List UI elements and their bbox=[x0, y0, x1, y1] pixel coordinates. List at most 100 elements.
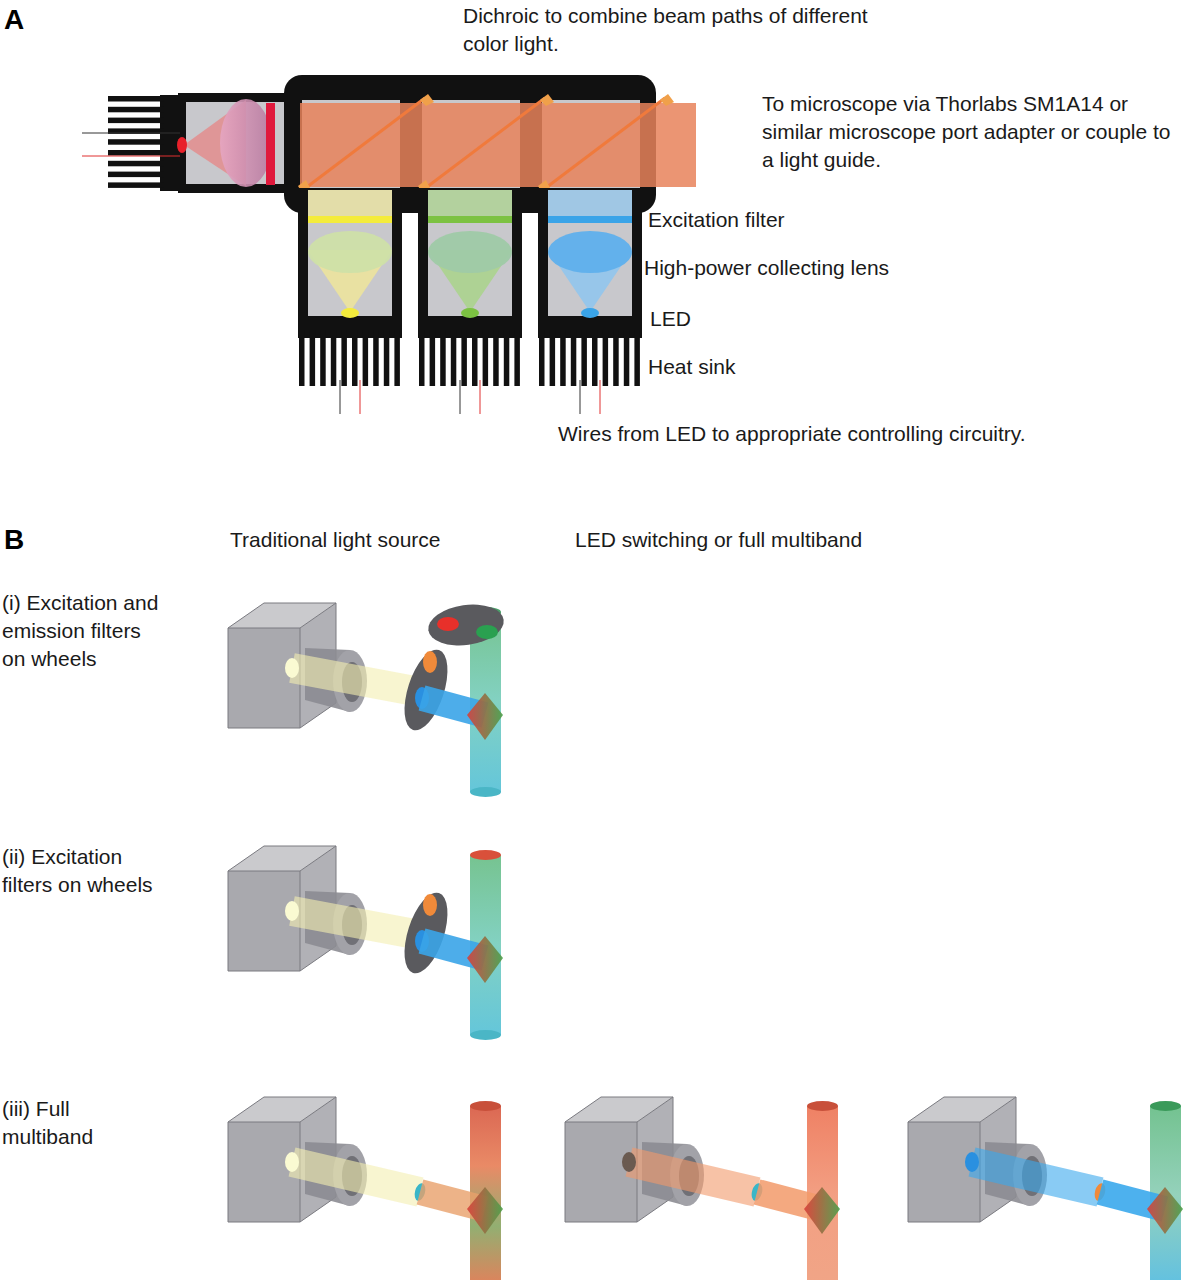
panel-letter: A bbox=[4, 4, 44, 36]
heat-sink-fin bbox=[352, 330, 358, 386]
line bbox=[543, 98, 665, 190]
excitation-filter bbox=[548, 216, 632, 223]
tube-end bbox=[470, 787, 501, 797]
heat-sink-fin bbox=[550, 330, 556, 386]
annotation: LED switching or full multiband bbox=[575, 526, 975, 554]
heat-sink-fin bbox=[634, 330, 640, 386]
line bbox=[360, 380, 361, 414]
led bbox=[461, 308, 479, 318]
line bbox=[460, 380, 461, 414]
annotation: High-power collecting lens bbox=[644, 254, 984, 282]
dichroic-edge bbox=[660, 94, 674, 106]
collecting-lens bbox=[220, 99, 272, 187]
annotation: Excitation filter bbox=[648, 206, 948, 234]
heat-sink-fin bbox=[299, 330, 305, 386]
light-source bbox=[285, 658, 299, 678]
red-led bbox=[177, 137, 187, 153]
heat-sink-fin bbox=[504, 330, 510, 386]
light-source-setup bbox=[565, 1097, 840, 1280]
tube-end bbox=[470, 1030, 501, 1040]
emission-filter-wheel bbox=[426, 600, 507, 650]
light-beam bbox=[289, 1147, 424, 1206]
light-source bbox=[285, 1152, 299, 1172]
light-beam bbox=[289, 896, 423, 949]
combined-beam bbox=[300, 103, 696, 187]
light-source bbox=[622, 1152, 636, 1172]
heat-sink-fin bbox=[384, 330, 390, 386]
light-source bbox=[965, 1152, 979, 1172]
excitation-filter bbox=[308, 216, 392, 223]
heat-sink-fin bbox=[493, 330, 499, 386]
heat-sink-fin bbox=[581, 330, 587, 386]
dichroic-edge bbox=[420, 94, 434, 106]
tube-interior bbox=[428, 190, 512, 316]
dichroic-mirror bbox=[1147, 1187, 1183, 1234]
line bbox=[480, 380, 481, 414]
tube-interior bbox=[308, 190, 392, 316]
led-tube bbox=[298, 188, 402, 320]
heat-sink-fin bbox=[108, 161, 164, 167]
light-source bbox=[285, 901, 299, 921]
lamp-housing bbox=[228, 1122, 300, 1222]
light-source-setup bbox=[228, 846, 503, 1040]
lamp-housing bbox=[908, 1122, 980, 1222]
annotation: LED bbox=[650, 305, 750, 333]
heat-sink-fin bbox=[571, 330, 577, 386]
heat-sink-fin bbox=[310, 330, 316, 386]
led-tube bbox=[538, 188, 642, 320]
light-source-setup bbox=[228, 1097, 503, 1280]
filter bbox=[423, 894, 437, 916]
heat-sink-fin bbox=[363, 330, 369, 386]
heat-sink-fin bbox=[461, 330, 467, 386]
panel-letter: B bbox=[4, 524, 44, 556]
filter bbox=[423, 651, 437, 673]
heat-sink-fin bbox=[560, 330, 566, 386]
heat-sink-fin bbox=[341, 330, 347, 386]
dichroic-edge bbox=[540, 94, 554, 106]
light-column bbox=[428, 190, 512, 216]
heat-sink-fin bbox=[373, 330, 379, 386]
line bbox=[82, 133, 180, 134]
led-light-source bbox=[82, 75, 696, 414]
light-column bbox=[548, 190, 632, 216]
heat-sink-fin bbox=[108, 150, 164, 156]
line bbox=[82, 156, 180, 157]
heat-sink-fin bbox=[624, 330, 630, 386]
line bbox=[580, 380, 581, 414]
collecting-lens bbox=[308, 231, 392, 273]
heat-sink-fin bbox=[108, 182, 164, 188]
led bbox=[341, 308, 359, 318]
heat-sink-fin bbox=[394, 330, 400, 386]
heat-sink-fin bbox=[539, 330, 545, 386]
tube-end bbox=[807, 1101, 838, 1111]
led bbox=[581, 308, 599, 318]
annotation: (i) Excitation and emission filters on w… bbox=[2, 589, 162, 673]
lamp-housing bbox=[565, 1122, 637, 1222]
annotation: Dichroic to combine beam paths of differ… bbox=[463, 2, 883, 58]
heat-sink-fin bbox=[603, 330, 609, 386]
heat-sink-fin bbox=[108, 118, 164, 124]
line bbox=[340, 380, 341, 414]
light-source-configurations bbox=[228, 600, 1183, 1280]
annotation: To microscope via Thorlabs SM1A14 or sim… bbox=[762, 90, 1177, 174]
annotation: (iii) Full multiband bbox=[2, 1095, 162, 1151]
heat-sink-fin bbox=[592, 330, 598, 386]
filter bbox=[476, 625, 498, 639]
heat-sink-fin bbox=[108, 139, 164, 145]
dichroic-mirror bbox=[467, 936, 503, 983]
heat-sink-fin bbox=[108, 96, 164, 102]
heat-sink-fin bbox=[320, 330, 326, 386]
dichroic-mirror bbox=[467, 1187, 503, 1234]
lamp-housing bbox=[228, 871, 300, 971]
led-tube bbox=[418, 188, 522, 320]
tube-end bbox=[1150, 1101, 1181, 1111]
heat-sink-fin bbox=[419, 330, 425, 386]
collecting-lens bbox=[548, 231, 632, 273]
light-beam bbox=[969, 1147, 1104, 1206]
annotation: (ii) Excitation filters on wheels bbox=[2, 843, 162, 899]
line bbox=[600, 380, 601, 414]
excitation-filter bbox=[428, 216, 512, 223]
line bbox=[423, 98, 545, 190]
